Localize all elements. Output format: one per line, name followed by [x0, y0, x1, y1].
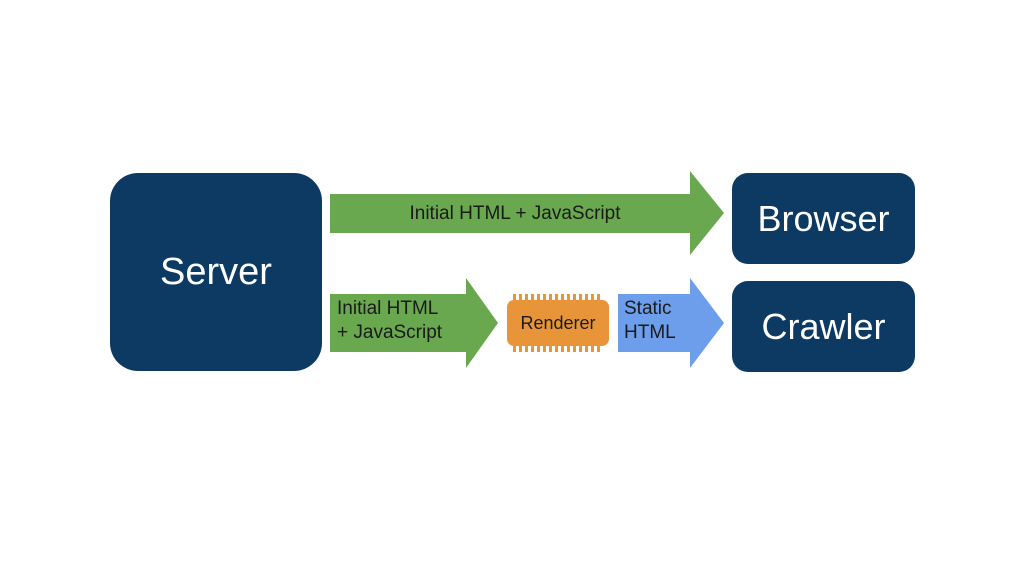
arrow-server-to-browser — [330, 171, 724, 255]
arrow-renderer-to-crawler — [618, 278, 724, 368]
arrow-server-to-renderer — [330, 278, 498, 368]
browser-label: Browser — [757, 197, 890, 239]
server-to-browser-label: Initial HTML + JavaScript — [409, 203, 621, 224]
browser-node: Browser — [732, 173, 915, 264]
crawler-label: Crawler — [761, 305, 886, 347]
server-node: Server — [110, 173, 322, 371]
server-to-renderer-label: Initial HTML + JavaScript — [337, 298, 443, 343]
renderer-chip: Renderer — [507, 294, 609, 352]
renderer-label: Renderer — [520, 312, 596, 333]
renderer-to-crawler-label: Static HTML — [624, 298, 676, 343]
crawler-node: Crawler — [732, 281, 915, 372]
server-label: Server — [160, 250, 272, 293]
